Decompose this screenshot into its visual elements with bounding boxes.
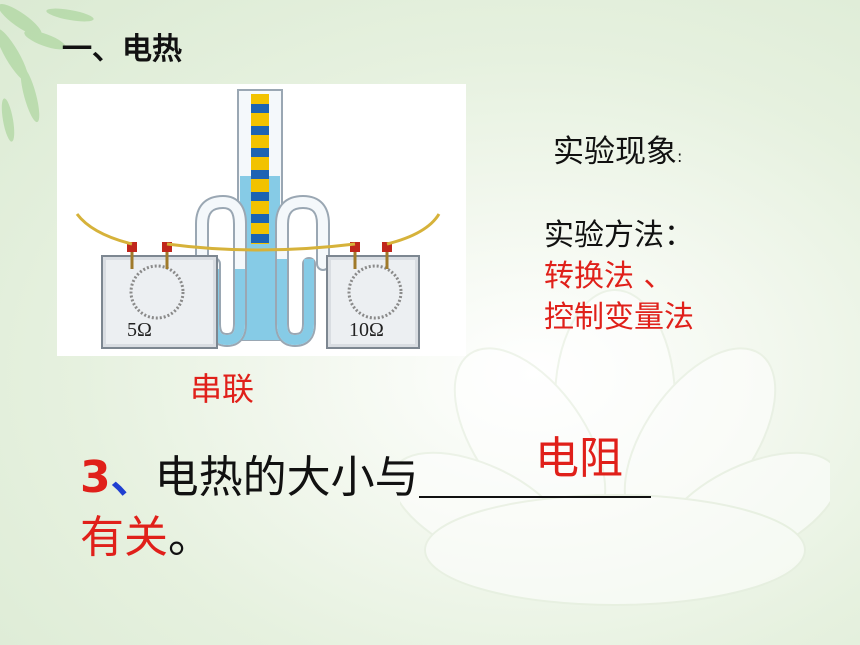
answer-text: 电阻 <box>535 433 623 484</box>
phenomenon-label: 实验现象 <box>553 134 677 170</box>
slide-title: 一、电热 <box>62 32 182 67</box>
leaf-decoration <box>0 4 94 142</box>
question-separator: 、 <box>110 452 155 503</box>
question-tail-red: 有关 <box>80 512 168 563</box>
experiment-diagram: 5Ω 10Ω <box>57 84 466 356</box>
left-resistor-label: 5Ω <box>127 319 152 341</box>
question-3: 3、电热的大小与 有关。 <box>80 448 651 568</box>
question-text: 电热的大小与 <box>154 452 419 503</box>
right-resistor-label: 10Ω <box>349 319 384 341</box>
question-tail-end: 。 <box>168 512 212 563</box>
phenomenon-heading: 实验现象: <box>553 126 682 171</box>
question-number: 3 <box>80 452 111 503</box>
answer-blank <box>418 452 651 498</box>
method-label: 实验方法： <box>544 218 694 253</box>
method-item-conversion: 转换法 、 <box>544 259 674 294</box>
method-block: 实验方法： 转换法 、 控制变量法 <box>544 215 694 338</box>
series-connection-label: 串联 <box>190 370 255 408</box>
phenomenon-colon: : <box>677 147 683 166</box>
lotus-watermark <box>400 289 830 606</box>
method-item-control-variable: 控制变量法 <box>544 300 694 335</box>
